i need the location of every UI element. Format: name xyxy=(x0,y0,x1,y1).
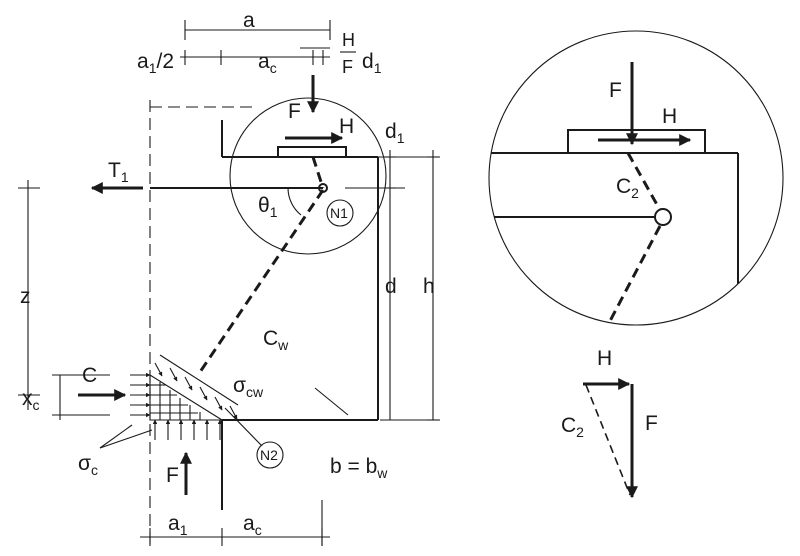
node-N1-circle xyxy=(326,199,354,227)
strut-Cw xyxy=(196,189,325,376)
strut-top xyxy=(311,156,325,189)
dim-ac-top: ac xyxy=(258,50,277,76)
triangle-label-F: F xyxy=(645,412,658,435)
label-theta1: θ1 xyxy=(258,194,278,220)
leader-sigma-c-1 xyxy=(99,424,133,449)
dim-hf-h: H xyxy=(342,30,355,50)
dim-d1-right: d1 xyxy=(385,120,405,146)
triangle-label-H: H xyxy=(597,347,612,370)
label-Cw: Cw xyxy=(263,327,289,353)
leader-N2 xyxy=(224,407,263,447)
main-labels: a a1/2 ac H F d1 F H d1 T1 θ1 N1 z d h C… xyxy=(20,9,435,538)
dim-hf-f: F xyxy=(342,57,353,77)
dim-a: a xyxy=(243,9,255,32)
label-H-top: H xyxy=(339,115,354,138)
strut-tie-model xyxy=(150,156,328,376)
triangle-C2 xyxy=(585,384,631,496)
dim-d1-top: d1 xyxy=(362,50,382,76)
leader-b xyxy=(314,387,349,416)
detail-label-H: H xyxy=(662,105,677,128)
detail-circle xyxy=(488,30,784,326)
label-sigma-c: σc xyxy=(78,452,98,478)
beam-outline xyxy=(149,97,387,545)
bearing-plate xyxy=(277,146,347,158)
detail-circle-marker xyxy=(229,97,387,255)
theta1-arc xyxy=(287,187,302,216)
stress-block xyxy=(130,354,239,440)
node-N1-label: N1 xyxy=(330,205,348,221)
dim-xc: xc xyxy=(22,387,40,413)
dim-h: h xyxy=(423,275,435,298)
detail-label-F: F xyxy=(609,79,622,102)
detail-node xyxy=(654,208,672,226)
detail-label-C2: C2 xyxy=(616,175,639,201)
detail-bearing-plate xyxy=(567,129,706,154)
label-C: C xyxy=(82,364,97,387)
label-b-bw: b = bw xyxy=(330,455,388,481)
dim-d: d xyxy=(385,275,397,298)
detail-view: F H C2 xyxy=(488,30,784,326)
dimension-lines xyxy=(18,20,440,546)
node-N2-circle xyxy=(256,441,284,469)
node-N2-label: N2 xyxy=(260,447,278,463)
label-sigma-cw: σcw xyxy=(233,374,264,400)
dim-ac-bottom: ac xyxy=(243,512,262,538)
label-F-top: F xyxy=(288,100,301,123)
force-arrows xyxy=(78,75,349,495)
node-N1-point xyxy=(318,183,328,193)
label-T1: T1 xyxy=(108,159,129,185)
dim-a1-bottom: a1 xyxy=(168,512,188,538)
label-F-bottom: F xyxy=(166,464,179,487)
dim-z: z xyxy=(20,285,31,308)
triangle-label-C2: C2 xyxy=(561,414,584,440)
leader-sigma-c-2 xyxy=(99,429,153,449)
force-triangle: H C2 F xyxy=(561,347,658,499)
dim-a1-half: a1/2 xyxy=(137,50,174,76)
